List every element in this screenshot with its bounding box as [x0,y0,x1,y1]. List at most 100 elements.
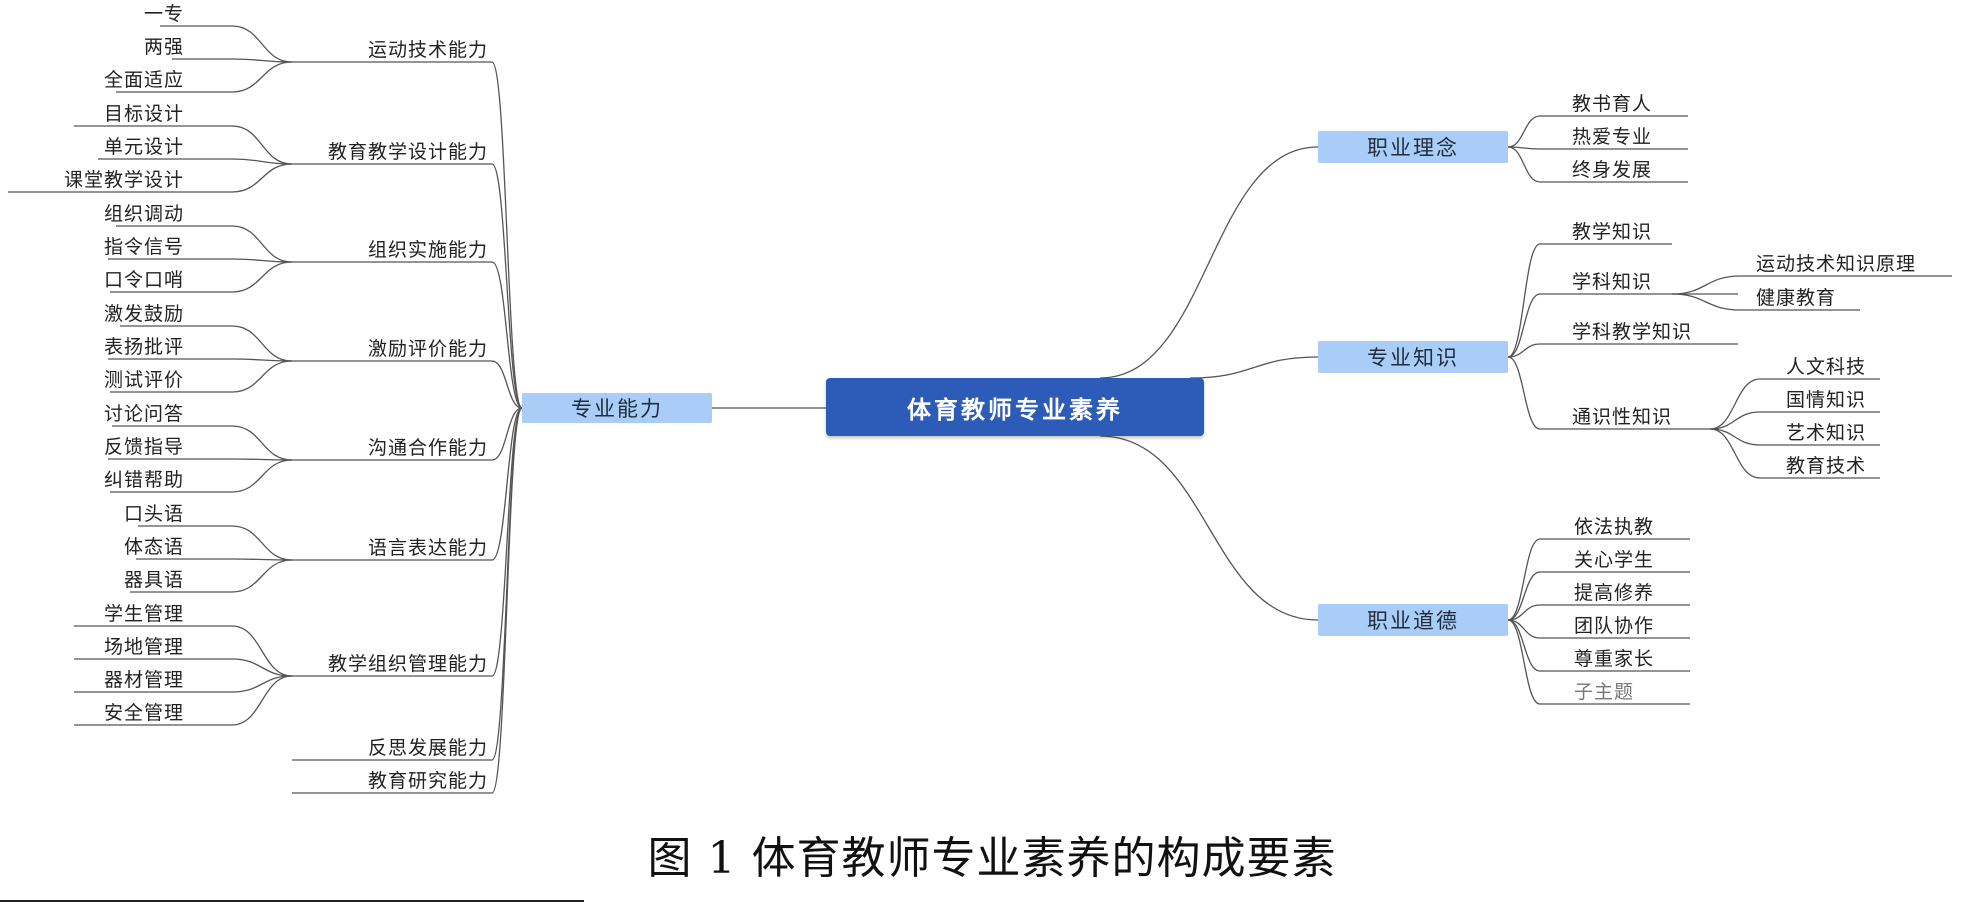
item-label: 测试评价 [103,369,184,391]
connector-item [231,158,293,165]
item-label: 安全管理 [103,702,184,724]
item-label: 器材管理 [103,669,184,691]
connector-item [231,125,293,165]
connector-item [1507,604,1541,621]
item-label: 激发鼓励 [103,303,184,325]
item-label: 口头语 [123,503,184,525]
item-label: 全面适应 [103,69,184,91]
branch-professional-ethics: 职业道德 [1318,604,1508,636]
knowledge-subitem: 运动技术知识原理 [1756,253,1917,275]
item-label: 反馈指导 [103,436,184,458]
connector-root-ethics [1099,435,1319,621]
group-label: 教育教学设计能力 [327,141,488,163]
connector-item [1507,619,1541,705]
connector-item [231,360,293,393]
connector-item [231,163,293,193]
connector-item [231,261,293,293]
knowledge-subitem: 教育技术 [1786,455,1867,477]
group-label: 激励评价能力 [367,338,488,360]
connector-item [1507,146,1541,183]
connector-item [1507,538,1541,621]
connector-subitem [1709,428,1761,446]
group-label: 沟通合作能力 [367,437,488,459]
group-label: 教学组织管理能力 [327,653,488,675]
knowledge-subitem: 人文科技 [1786,356,1867,378]
connector-root-knowledge [1189,356,1319,379]
item-label: 两强 [143,36,184,58]
root-node: 体育教师专业素养 [826,378,1204,436]
connector-item [231,559,293,593]
item-label: 器具语 [123,569,184,591]
item-label: 课堂教学设计 [63,169,184,191]
connector-group [491,407,523,677]
knowledge-subitem: 健康教育 [1756,287,1837,309]
connector-item [1507,571,1541,621]
knowledge-subitem: 艺术知识 [1786,422,1867,444]
branch-professional-concept: 职业理念 [1318,131,1508,163]
item-label: 口令口哨 [103,269,184,291]
knowledge-item: 教学知识 [1572,221,1653,243]
connector-item [231,61,293,93]
connector-subitem [1709,378,1761,430]
connector-subitem [1709,428,1761,479]
connector-item [231,625,293,677]
connector-group [491,407,523,794]
connector-group [491,407,523,561]
figure-caption: 图 1 体育教师专业素养的构成要素 [647,833,1337,884]
item-label: 讨论问答 [103,403,184,425]
connector-item [231,675,293,726]
ethics-item: 依法执教 [1574,516,1655,538]
knowledge-subitem: 国情知识 [1786,389,1867,411]
item-label: 学生管理 [103,603,184,625]
connector-item [231,525,293,561]
footnote-divider [0,900,584,902]
connector-item [231,25,293,63]
item-label: 体态语 [123,536,184,558]
connector-item [1507,343,1541,358]
knowledge-item: 学科知识 [1572,271,1653,293]
item-label: 单元设计 [103,136,184,158]
connector-subitem [1671,293,1741,311]
item-label: 表扬批评 [103,336,184,358]
group-label: 组织实施能力 [367,239,488,261]
connector-root-concept [1099,146,1319,379]
connector-subitem [1671,275,1741,295]
ethics-item: 尊重家长 [1574,648,1655,670]
group-label: 反思发展能力 [367,737,488,759]
connector-item [231,225,293,263]
connector-group [491,163,523,409]
item-label: 一专 [143,3,184,25]
concept-item: 热爱专业 [1572,126,1653,148]
concept-item: 教书育人 [1572,93,1653,115]
knowledge-item: 通识性知识 [1572,406,1673,428]
branch-professional-ability: 专业能力 [522,393,712,423]
connector-item [1507,356,1541,430]
ethics-item: 子主题 [1574,681,1635,703]
item-label: 纠错帮助 [103,469,184,491]
knowledge-item: 学科教学知识 [1572,321,1693,343]
item-label: 场地管理 [103,636,184,658]
item-label: 组织调动 [103,203,184,225]
connector-item [1507,293,1541,358]
group-label: 语言表达能力 [367,537,488,559]
connector-item [231,675,293,693]
connector-item [1507,619,1541,672]
connector-group [491,360,523,409]
connector-item [231,658,293,677]
concept-item: 终身发展 [1572,159,1653,181]
connector-item [1507,243,1541,358]
item-label: 指令信号 [103,236,184,258]
group-label: 运动技术能力 [367,39,488,61]
ethics-item: 团队协作 [1574,615,1655,637]
connector-item [1507,115,1541,148]
connector-group [491,261,523,409]
branch-professional-knowledge: 专业知识 [1318,341,1508,373]
connector-group [491,407,523,461]
connector-item [231,325,293,362]
connector-item [231,459,293,493]
connector-subitem [1709,411,1761,430]
group-label: 教育研究能力 [367,770,488,792]
connector-group [491,61,523,409]
